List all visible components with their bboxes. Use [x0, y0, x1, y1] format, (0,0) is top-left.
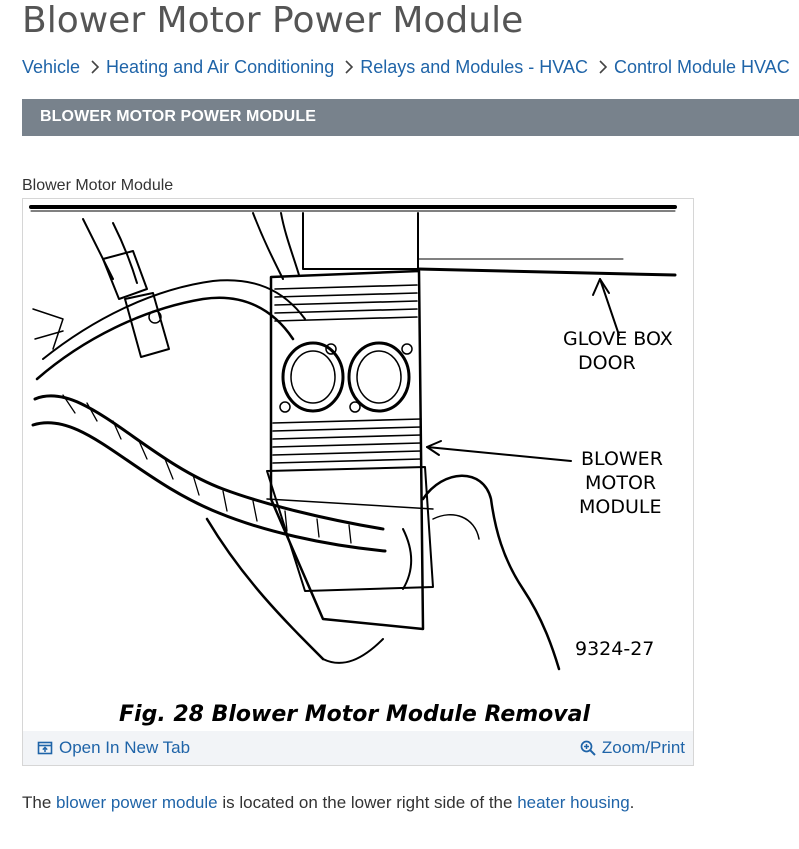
- zoom-print-button[interactable]: Zoom/Print: [580, 738, 685, 758]
- figure-toolbar: Open In New Tab Zoom/Print: [23, 731, 693, 765]
- chevron-right-icon: [599, 60, 608, 74]
- label-blower-line3: MODULE: [579, 496, 661, 518]
- figure-container: GLOVE BOX DOOR BLOWER MOTOR MODULE 9324-…: [22, 198, 694, 766]
- blower-motor-module-diagram[interactable]: GLOVE BOX DOOR BLOWER MOTOR MODULE 9324-…: [23, 199, 693, 731]
- open-new-tab-label: Open In New Tab: [59, 738, 191, 757]
- zoom-in-icon: [580, 740, 596, 756]
- breadcrumb-item-vehicle[interactable]: Vehicle: [22, 56, 81, 77]
- label-blower-line1: BLOWER: [581, 448, 663, 470]
- breadcrumb-item-heating[interactable]: Heating and Air Conditioning: [106, 56, 335, 77]
- chevron-right-icon: [91, 60, 100, 74]
- heater-housing-link[interactable]: heater housing: [517, 793, 630, 812]
- page-title: Blower Motor Power Module: [22, 0, 524, 41]
- figure-caption: Blower Motor Module: [22, 177, 174, 194]
- section-header-bar: BLOWER MOTOR POWER MODULE: [22, 99, 799, 136]
- blower-power-module-link[interactable]: blower power module: [56, 793, 218, 812]
- open-new-tab-icon: [37, 741, 53, 755]
- figure-title: Fig. 28 Blower Motor Module Removal: [119, 702, 590, 727]
- description-paragraph: The blower power module is located on th…: [22, 793, 634, 813]
- chevron-right-icon: [345, 60, 354, 74]
- label-part-number: 9324-27: [575, 638, 654, 660]
- section-header-text: BLOWER MOTOR POWER MODULE: [40, 108, 316, 125]
- breadcrumb: Vehicle Heating and Air Conditioning Rel…: [22, 55, 799, 79]
- label-glove-box-line2: DOOR: [578, 352, 636, 374]
- zoom-print-label: Zoom/Print: [601, 738, 685, 757]
- description-text-3: .: [629, 793, 635, 812]
- breadcrumb-item-control-module[interactable]: Control Module HVAC: [613, 56, 790, 77]
- label-glove-box-line1: GLOVE BOX: [563, 328, 673, 350]
- label-blower-line2: MOTOR: [585, 472, 656, 494]
- open-new-tab-button[interactable]: Open In New Tab: [37, 738, 190, 758]
- breadcrumb-item-relays[interactable]: Relays and Modules - HVAC: [360, 56, 588, 77]
- description-text-1: The: [22, 793, 57, 812]
- description-text-2: is located on the lower right side of th…: [217, 793, 518, 812]
